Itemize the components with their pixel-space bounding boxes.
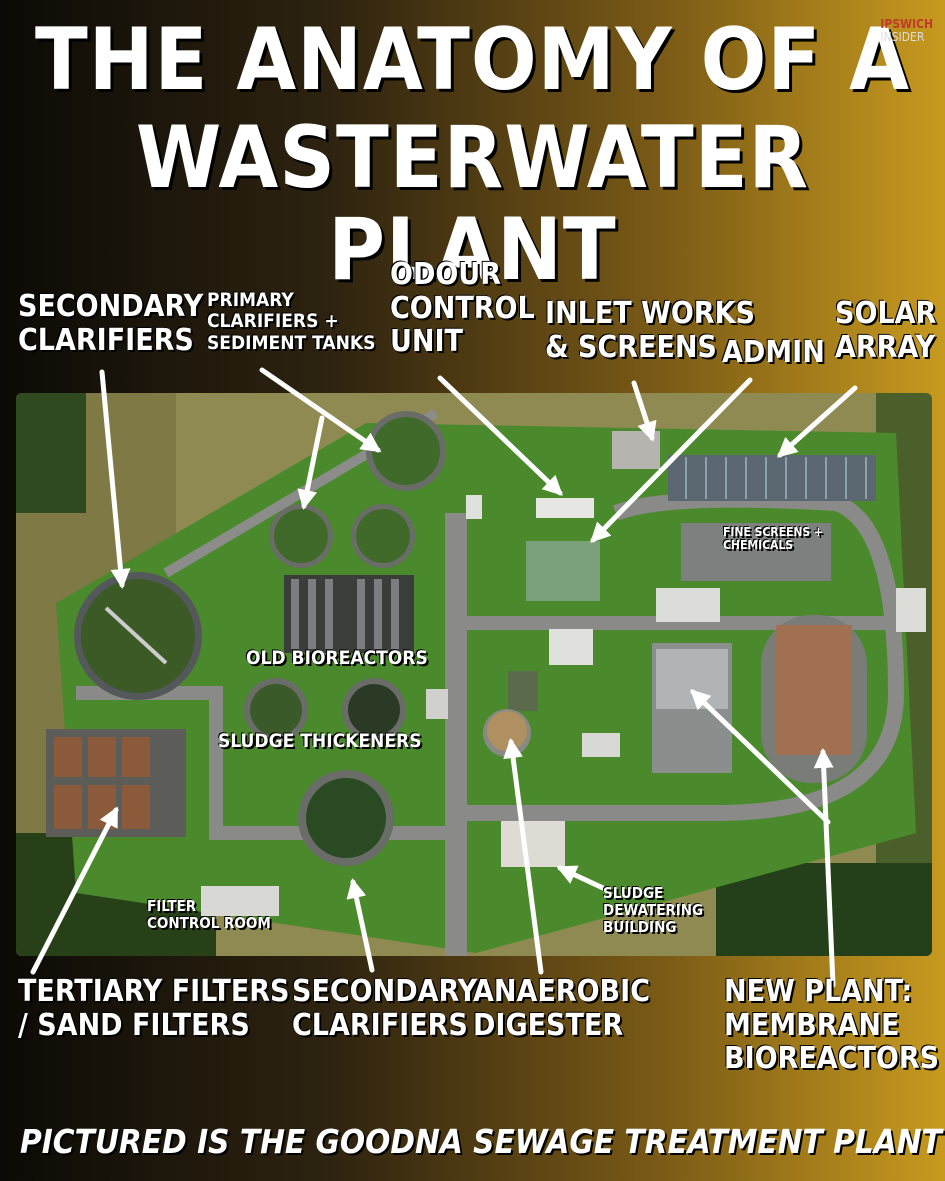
label-text: PRIMARY [207,289,294,311]
label-text: ANAEROBIC [473,974,650,1009]
brand-line-1: IPSWICH [880,17,933,31]
arrow-secondary-clarifiers-top [99,369,131,589]
label-text: DEWATERING [603,900,704,919]
label-text: CLARIFIERS [292,1007,468,1043]
label-text: CONTROL ROOM [147,913,271,932]
label-text: BIOREACTORS [724,1041,940,1077]
arrow-sludge-dewater [556,865,606,891]
arrow-inlet [631,380,657,442]
label-text: BUILDING [603,917,677,936]
footer-caption: PICTURED IS THE GOODNA SEWAGE TREATMENT … [20,1122,942,1161]
arrow-new-plant-a [690,689,831,825]
arrow-anaerobic [503,738,544,975]
label-text: TERTIARY FILTERS [18,974,290,1009]
label-text: ARRAY [835,329,936,365]
arrow-primary-a [259,367,382,453]
label-text: / SAND FILTERS [18,1007,250,1043]
label-text: CLARIFIERS + [207,310,339,333]
label-sludge-dewatering: SLUDGE DEWATERING BUILDING [603,885,703,935]
aerial-photo [16,393,932,956]
label-text: DIGESTER [473,1007,624,1043]
arrow-primary-b [297,415,325,510]
label-text: FINE SCREENS + [723,525,823,539]
label-odour-control: ODOUR CONTROL UNIT [390,258,535,359]
label-solar-array: SOLAR ARRAY [835,297,936,364]
label-fine-screens: FINE SCREENS + CHEMICALS [723,525,823,553]
label-text: SOLAR [835,296,937,331]
label-text: NEW PLANT: [724,974,913,1009]
brand-logo: IPSWICH INSIDER [880,18,933,44]
arrow-solar [777,385,858,458]
arrow-admin [590,377,753,543]
label-text: MEMBRANE [724,1007,900,1043]
arrow-new-plant-b [813,748,836,988]
label-inlet-works: INLET WORKS & SCREENS [545,297,755,364]
label-text: UNIT [390,324,463,360]
label-text: SECONDARY [18,289,204,324]
label-text: FILTER [147,897,197,915]
title-line-2: WASTERWATER PLANT [135,108,810,300]
label-text: SLUDGE [603,884,664,902]
label-text: CLARIFIERS [18,322,194,358]
label-admin: ADMIN [722,335,825,370]
label-old-bioreactors: OLD BIOREACTORS [246,647,428,669]
label-sludge-thickeners: SLUDGE THICKENERS [218,730,422,752]
label-filter-control-room: FILTER CONTROL ROOM [147,898,271,932]
brand-line-2: INSIDER [880,30,925,44]
label-text: ODOUR [390,257,501,292]
label-text: SEDIMENT TANKS [207,331,376,354]
label-text: SECONDARY [292,974,478,1009]
arrow-secondary-bottom [346,878,375,973]
label-text: CHEMICALS [723,538,794,553]
arrow-tertiary [30,806,119,975]
label-text: INLET WORKS [545,296,755,331]
label-primary-clarifiers: PRIMARY CLARIFIERS + SEDIMENT TANKS [207,289,376,354]
arrow-odour [437,375,563,496]
title-line-1: THE ANATOMY OF A [34,10,911,110]
label-anaerobic-digester: ANAEROBIC DIGESTER [473,975,650,1042]
label-text: CONTROL [390,290,535,326]
label-secondary-clarifiers-bottom: SECONDARY CLARIFIERS [292,975,477,1042]
label-new-plant-mbr: NEW PLANT: MEMBRANE BIOREACTORS [724,975,939,1076]
label-secondary-clarifiers-top: SECONDARY CLARIFIERS [18,290,203,357]
label-text: & SCREENS [545,329,717,365]
label-tertiary-filters: TERTIARY FILTERS / SAND FILTERS [18,975,290,1042]
